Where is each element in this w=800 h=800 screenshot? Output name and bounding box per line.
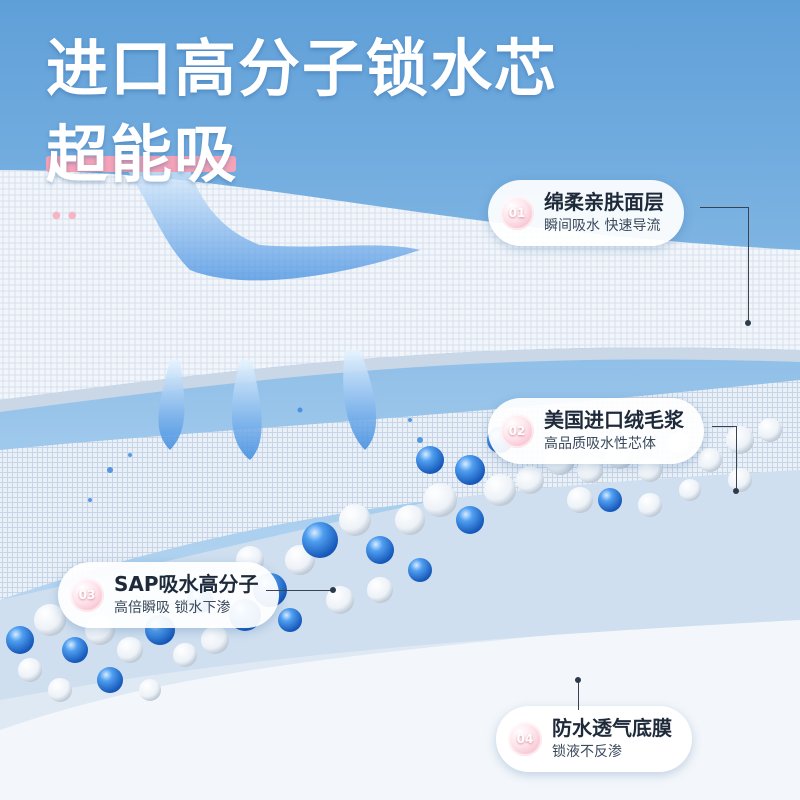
label-title-04: 防水透气底膜	[552, 716, 672, 740]
leader-pin-01	[745, 320, 751, 326]
label-card-02: 02 美国进口绒毛浆 高品质吸水性芯体	[488, 398, 704, 464]
sap-bead-blue	[598, 488, 622, 512]
pulp-bead-white	[339, 504, 371, 536]
leader-line-01a	[700, 207, 748, 208]
label-title-02: 美国进口绒毛浆	[544, 408, 684, 432]
label-sub-01: 瞬间吸水 快速导流	[544, 218, 661, 234]
leader-line-02a	[712, 426, 736, 427]
label-title-01: 绵柔亲肤面层	[544, 190, 664, 214]
sap-bead-blue	[416, 446, 444, 474]
leader-line-01b	[748, 207, 749, 323]
pulp-bead-white	[395, 505, 425, 535]
pulp-bead-white	[326, 586, 354, 614]
headline-underline	[46, 156, 236, 172]
sap-bead-blue	[6, 626, 34, 654]
pulp-bead-white	[577, 457, 603, 483]
label-card-04: 04 防水透气底膜 锁液不反渗	[496, 706, 692, 772]
pulp-bead-white	[698, 448, 722, 472]
sap-bead-blue	[302, 522, 338, 558]
pulp-bead-white	[117, 637, 143, 663]
pulp-bead-white	[638, 493, 662, 517]
pulp-bead-white	[638, 458, 662, 482]
sap-bead-blue	[408, 558, 432, 582]
leader-pin-03	[330, 587, 336, 593]
pulp-bead-white	[48, 678, 72, 702]
sap-bead-blue	[366, 536, 394, 564]
label-card-03: 03 SAP吸水高分子 高倍瞬吸 锁水下渗	[58, 562, 279, 628]
label-title-03: SAP吸水高分子	[114, 572, 259, 596]
pulp-bead-white	[728, 468, 752, 492]
pulp-bead-white	[758, 418, 782, 442]
leader-line-03	[266, 590, 332, 591]
number-badge-01: 01	[500, 195, 534, 230]
pulp-bead-white	[367, 577, 393, 603]
pulp-bead-white	[173, 643, 197, 667]
sap-bead-blue	[97, 667, 123, 693]
pulp-bead-white	[34, 604, 66, 636]
headline-sub: 超能吸	[46, 118, 239, 191]
pulp-bead-white	[423, 483, 457, 517]
number-badge-03: 03	[70, 577, 104, 612]
pulp-bead-white	[567, 487, 593, 513]
leader-pin-02	[733, 488, 739, 494]
leader-pin-04	[575, 677, 581, 683]
pulp-bead-white	[484, 474, 516, 506]
pulp-bead-white	[201, 626, 229, 654]
number-badge-04: 04	[508, 721, 542, 756]
leader-line-04	[578, 680, 579, 710]
pulp-bead-white	[516, 466, 544, 494]
label-sub-04: 锁液不反渗	[552, 744, 622, 760]
sap-bead-blue	[62, 637, 88, 663]
pulp-bead-white	[139, 679, 161, 701]
sap-bead-blue	[455, 455, 485, 485]
pulp-bead-white	[679, 479, 701, 501]
pulp-bead-white	[726, 426, 754, 454]
sap-bead-blue	[456, 506, 484, 534]
pulp-bead-white	[18, 658, 42, 682]
decorative-dots: ● ●	[52, 210, 79, 221]
leader-line-02b	[736, 426, 737, 490]
label-sub-02: 高品质吸水性芯体	[544, 436, 656, 452]
label-sub-03: 高倍瞬吸 锁水下渗	[114, 600, 231, 616]
sap-bead-blue	[278, 608, 302, 632]
label-card-01: 01 绵柔亲肤面层 瞬间吸水 快速导流	[488, 180, 684, 246]
headline-main: 进口高分子锁水芯	[46, 32, 559, 105]
number-badge-02: 02	[500, 413, 534, 448]
